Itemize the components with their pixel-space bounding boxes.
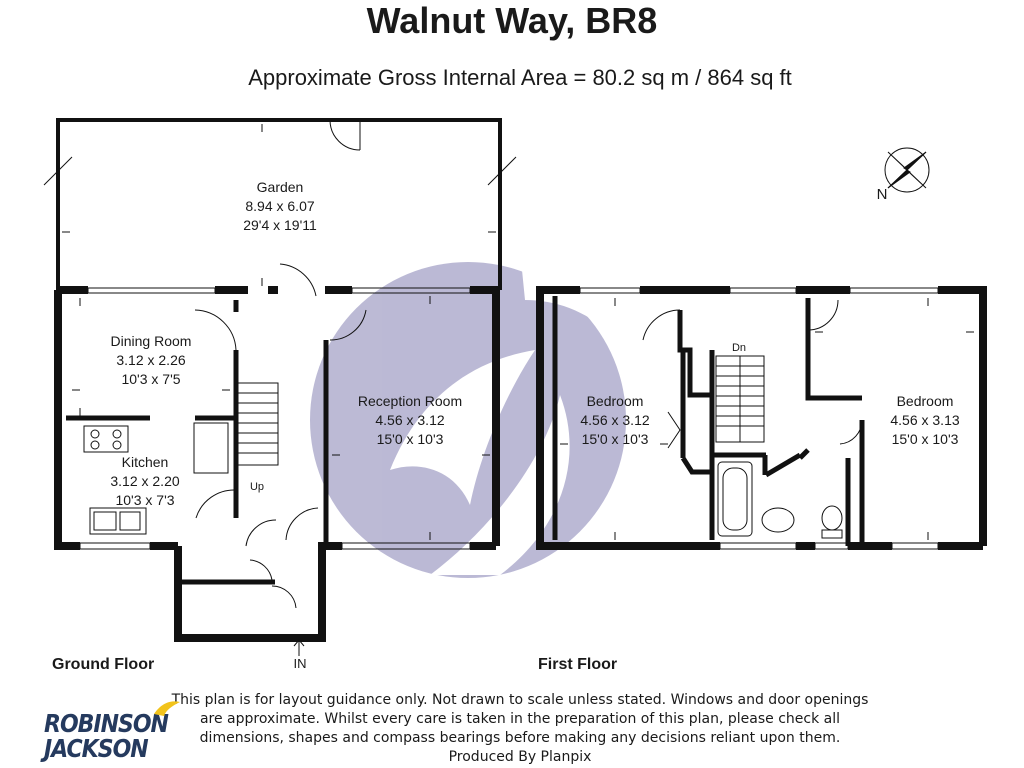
ground-floor-plan: [43, 118, 517, 656]
stair-label-down: Dn: [731, 342, 747, 354]
room-label-reception-room: Reception Room 4.56 x 3.12 15'0 x 10'3: [357, 393, 463, 447]
disclaimer-line: This plan is for layout guidance only. N…: [171, 692, 869, 708]
disclaimer-producer: Produced By Planpix: [448, 749, 592, 765]
ground-floor-stairs: [237, 382, 279, 466]
stair-label-up: Up: [249, 481, 265, 493]
ground-floor-walls: [54, 286, 500, 642]
bathroom-fittings: [717, 461, 843, 539]
room-label-kitchen: Kitchen 3.12 x 2.20 10'3 x 7'3: [110, 454, 180, 508]
first-floor-plan: [536, 286, 987, 550]
room-label-garden: Garden 8.94 x 6.07 29'4 x 19'11: [243, 179, 317, 233]
garden-boundary: [56, 118, 502, 290]
room-label-bedroom-2: Bedroom 4.56 x 3.13 15'0 x 10'3: [890, 393, 960, 447]
ground-floor-label: Ground Floor: [52, 656, 155, 673]
logo-line-1: ROBINSON: [44, 710, 169, 739]
logo-line-2: JACKSON: [44, 735, 149, 764]
garden-gate: [329, 119, 361, 151]
kitchen-fittings: [83, 422, 229, 535]
gross-area-line: Approximate Gross Internal Area = 80.2 s…: [248, 65, 792, 90]
room-label-dining-room: Dining Room 3.12 x 2.26 10'3 x 7'5: [110, 333, 192, 387]
compass-rose-icon: [884, 147, 930, 193]
disclaimer-line: are approximate. Whilst every care is ta…: [199, 711, 841, 727]
first-floor-walls: [536, 286, 987, 550]
room-label-bedroom-1: Bedroom 4.56 x 3.12 15'0 x 10'3: [580, 393, 650, 447]
entrance-label: IN: [293, 656, 307, 671]
disclaimer-line: dimensions, shapes and compass bearings …: [199, 730, 841, 746]
first-floor-label: First Floor: [538, 656, 618, 673]
compass-north-label: N: [876, 186, 888, 203]
logo-swoosh-icon: [154, 701, 180, 716]
entrance-arrow: [293, 639, 305, 656]
disclaimer-text: This plan is for layout guidance only. N…: [170, 691, 870, 767]
agency-logo: ROBINSON JACKSON: [44, 701, 180, 764]
first-floor-stairs: [715, 355, 765, 443]
plan-title: Walnut Way, BR8: [366, 0, 658, 41]
